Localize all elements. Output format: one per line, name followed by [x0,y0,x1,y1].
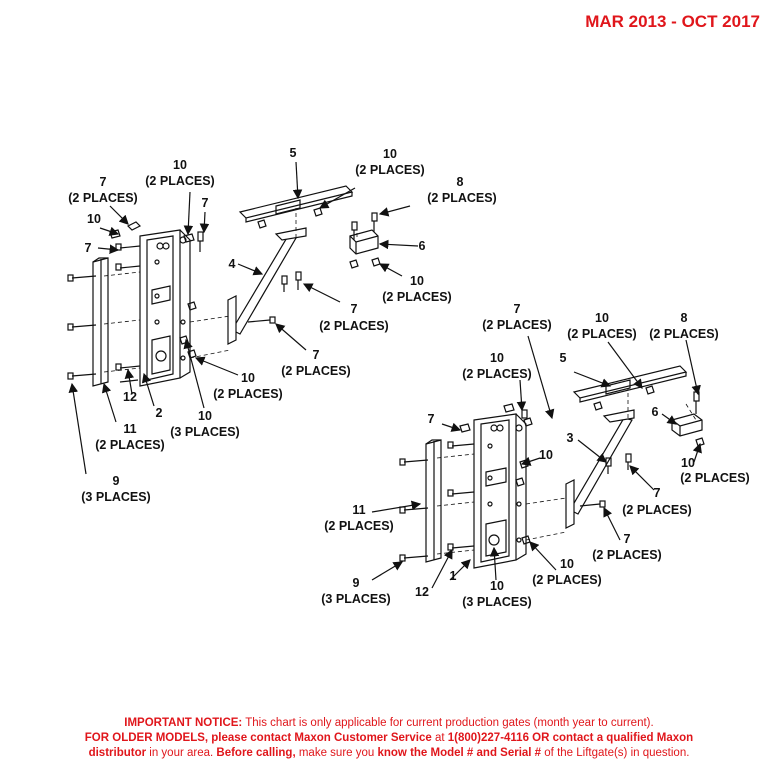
assembly-lines-left [103,208,358,373]
notice-heading: IMPORTANT NOTICE: [124,717,243,729]
callout-number: 10 [595,311,609,325]
callout-qty: (2 PLACES) [324,519,393,533]
part-11-spacer-left [92,257,109,387]
right-assembly [399,365,705,569]
fasteners-left [67,207,381,383]
callout-number: 11 [123,422,136,436]
part-1-frame-right [473,413,527,569]
callout-qty: (2 PLACES) [145,174,214,188]
callout-number: 7 [624,532,631,546]
notice-text: This chart is only applicable for curren… [242,717,654,729]
leader-lines [68,161,702,589]
notice-text: in your area. [146,747,217,759]
callout-number: 3 [567,431,574,445]
callout-number: 10 [490,351,504,365]
callout-number: 10 [681,456,695,470]
callout-qty: (3 PLACES) [321,592,390,606]
notice-text: at [431,732,448,744]
left-callouts: 7 (2 PLACES) 10 (2 PLACES) 7 10 7 5 10 (… [68,146,496,504]
callout-number: 10 [539,448,553,462]
callout-qty: (2 PLACES) [319,319,388,333]
callout-number: 4 [229,257,236,271]
callout-number: 12 [123,390,137,404]
notice-line-1: IMPORTANT NOTICE: This chart is only app… [0,716,778,731]
assembly-lines-right [436,388,697,555]
callout-qty: (2 PLACES) [567,327,636,341]
callout-number: 12 [415,585,429,599]
callout-qty: (2 PLACES) [649,327,718,341]
callout-number: 7 [514,302,521,316]
notice-text: distributor [88,747,147,759]
callout-qty: (2 PLACES) [592,548,661,562]
callout-qty: (2 PLACES) [622,503,691,517]
callout-qty: (2 PLACES) [482,318,551,332]
callout-qty: (3 PLACES) [462,595,531,609]
callout-number: 6 [419,239,426,253]
callout-qty: (3 PLACES) [170,425,239,439]
callout-number: 10 [560,557,574,571]
part-5-plate-left [238,185,354,223]
part-11-spacer-right [425,439,442,563]
callout-qty: (2 PLACES) [281,364,350,378]
callout-number: 7 [351,302,358,316]
callout-number: 10 [241,371,255,385]
callout-number: 10 [383,147,397,161]
callout-number: 9 [353,576,360,590]
callout-number: 10 [173,158,187,172]
left-assembly [67,185,381,387]
right-callouts: 7 (2 PLACES) 10 (2 PLACES) 8 (2 PLACES) … [321,302,749,609]
callout-number: 7 [100,175,107,189]
callout-number: 5 [560,351,567,365]
notice-text: know the Model # and Serial # [377,747,542,759]
callout-number: 9 [113,474,120,488]
notice-text: Before calling, [216,747,296,759]
important-notice: IMPORTANT NOTICE: This chart is only app… [0,716,778,761]
callout-number: 7 [202,196,209,210]
callout-number: 1 [450,569,457,583]
callout-number: 7 [428,412,435,426]
callout-qty: (2 PLACES) [532,573,601,587]
callout-qty: (2 PLACES) [427,191,496,205]
callout-qty: (3 PLACES) [81,490,150,504]
notice-text: FOR OLDER MODELS, please contact Maxon C… [84,732,432,744]
callout-qty: (2 PLACES) [68,191,137,205]
callout-number: 8 [457,175,464,189]
callout-number: 6 [652,405,659,419]
part-6-block-right [671,413,703,437]
part-5-plate-right [572,365,688,403]
callout-number: 7 [85,241,92,255]
callout-number: 10 [410,274,424,288]
notice-line-3: distributor in your area. Before calling… [0,746,778,761]
callout-qty: (2 PLACES) [355,163,424,177]
notice-line-2: FOR OLDER MODELS, please contact Maxon C… [0,731,778,746]
callout-number: 7 [654,486,661,500]
callout-number: 10 [490,579,504,593]
notice-text: make sure you [295,747,378,759]
callout-qty: (2 PLACES) [382,290,451,304]
callout-qty: (2 PLACES) [680,471,749,485]
callout-number: 5 [290,146,297,160]
notice-phone: 1(800)227-4116 OR contact a qualified Ma… [447,732,694,744]
callout-number: 10 [198,409,212,423]
callout-number: 7 [313,348,320,362]
callout-number: 8 [681,311,688,325]
date-range-title: MAR 2013 - OCT 2017 [585,12,760,31]
callout-qty: (2 PLACES) [95,438,164,452]
part-4-strut-left [227,227,307,345]
callout-number: 10 [87,212,101,226]
part-3-strut-right [565,409,635,529]
callout-qty: (2 PLACES) [213,387,282,401]
callout-number: 2 [156,406,163,420]
part-2-frame-left [139,229,191,387]
notice-text: of the Liftgate(s) in question. [541,747,690,759]
callout-qty: (2 PLACES) [462,367,531,381]
callout-number: 11 [352,503,365,517]
